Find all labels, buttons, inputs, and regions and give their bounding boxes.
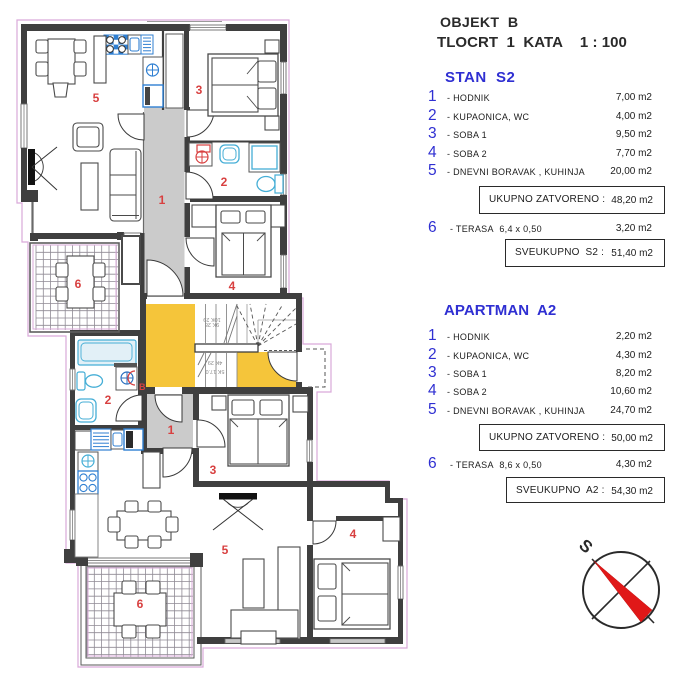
svg-text:2: 2 [221,175,228,189]
svg-text:B: B [139,382,146,392]
svg-text:4K 29: 4K 29 [208,359,222,365]
svg-text:6: 6 [75,277,82,291]
svg-text:10K 29: 10K 29 [203,316,220,322]
svg-text:5: 5 [93,91,100,105]
svg-text:1: 1 [159,193,166,207]
svg-text:4: 4 [350,527,357,541]
svg-text:6: 6 [137,597,144,611]
svg-text:3: 3 [196,83,203,97]
svg-text:1: 1 [168,423,175,437]
svg-text:4: 4 [229,279,236,293]
svg-text:3: 3 [210,463,217,477]
svg-text:5: 5 [222,543,229,557]
svg-text:5K 17.0: 5K 17.0 [206,368,225,374]
svg-text:2: 2 [105,393,112,407]
svg-text:S: S [575,535,596,557]
svg-text:9K 28: 9K 28 [205,321,219,327]
